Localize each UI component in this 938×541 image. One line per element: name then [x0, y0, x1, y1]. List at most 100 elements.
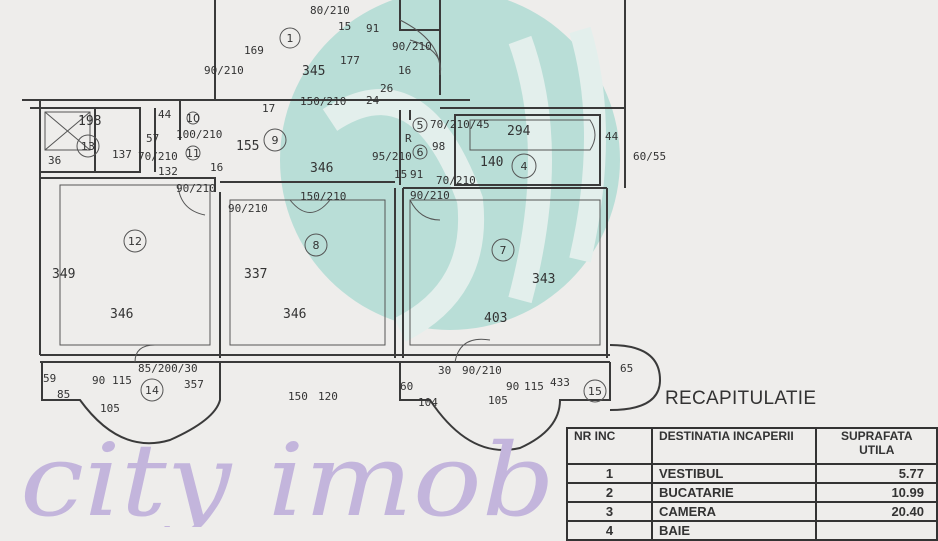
header-area: SUPRAFATA UTILA [815, 427, 938, 465]
room-number: 11 [186, 147, 200, 160]
room-number: 15 [588, 385, 602, 398]
table-row: 4 BAIE [566, 520, 938, 541]
dim: 60/55 [633, 150, 666, 163]
dim: 403 [484, 311, 507, 326]
dim: 90/210 [410, 189, 450, 202]
dim: 91 [410, 168, 423, 181]
cell-destination: CAMERA [650, 501, 818, 522]
dim: 90 [506, 380, 519, 393]
dim: 346 [110, 307, 133, 322]
dim: 90/210 [176, 182, 216, 195]
dim: 115 [112, 374, 132, 387]
dim: 343 [532, 272, 555, 287]
room-labels: 1 4 5 6 7 8 9 10 11 12 13 14 15 [76, 27, 607, 403]
dim: 90/210 [228, 202, 268, 215]
dim: 433 [550, 376, 570, 389]
dim: 100/210 [176, 128, 222, 141]
room-number: 6 [417, 146, 424, 159]
dim: 80/210 [310, 4, 350, 17]
dim: 349 [52, 267, 75, 282]
dim: 150 [288, 390, 308, 403]
dim: R [405, 132, 412, 145]
dim: 60 [400, 380, 413, 393]
dim: 177 [340, 54, 360, 67]
dimension-labels: 80/210 15 91 90/210 16 26 24 345 177 169… [43, 4, 666, 415]
dim: 294 [507, 124, 531, 139]
dim: 345 [302, 64, 325, 79]
dim: 15 [394, 168, 407, 181]
dim: 98 [432, 140, 445, 153]
dim: 104 [418, 396, 438, 409]
dim: 26 [380, 82, 393, 95]
dim: 90/210 [204, 64, 244, 77]
table-row: 2 BUCATARIE 10.99 [566, 482, 938, 503]
door-swings [134, 19, 491, 363]
dim: 105 [488, 394, 508, 407]
dim: 346 [310, 161, 333, 176]
cell-area: 20.40 [815, 501, 938, 522]
dim: 155 [236, 139, 259, 154]
dim: 65 [620, 362, 633, 375]
room-number: 10 [186, 112, 200, 125]
dim: 90 [92, 374, 105, 387]
header-destination: DESTINATIA INCAPERII [650, 427, 818, 465]
cell-destination: VESTIBUL [650, 463, 818, 484]
dim: 85/200/30 [138, 362, 198, 375]
table-header-row: NR INC DESTINATIA INCAPERII SUPRAFATA UT… [566, 427, 938, 465]
dim: 36 [48, 154, 61, 167]
room-number: 9 [272, 134, 279, 147]
room-number: 14 [145, 384, 159, 397]
recap-table: NR INC DESTINATIA INCAPERII SUPRAFATA UT… [566, 427, 938, 541]
dim: 44 [158, 108, 172, 121]
cell-destination: BUCATARIE [650, 482, 818, 503]
dim: 70/210/45 [430, 118, 490, 131]
room-number: 1 [287, 32, 294, 45]
dim: 137 [112, 148, 132, 161]
room-number: 8 [313, 239, 320, 252]
room-number: 5 [417, 119, 424, 132]
dim: 198 [78, 114, 101, 129]
room-number: 4 [521, 160, 528, 173]
dim: 91 [366, 22, 379, 35]
dim: 85 [57, 388, 70, 401]
table-row: 1 VESTIBUL 5.77 [566, 463, 938, 484]
balconies [41, 344, 662, 451]
dim: 346 [283, 307, 306, 322]
cell-nr: 3 [566, 501, 653, 522]
dim: 140 [480, 155, 503, 170]
dim: 357 [184, 378, 204, 391]
dim: 70/210 [436, 174, 476, 187]
room-number: 7 [500, 244, 507, 257]
room-number: 12 [128, 235, 142, 248]
dim: 150/210 [300, 95, 346, 108]
header-nr: NR INC [566, 427, 653, 465]
cell-area: 10.99 [815, 482, 938, 503]
watermark-text: city imob [20, 422, 555, 527]
dim: 120 [318, 390, 338, 403]
dim: 115 [524, 380, 544, 393]
table-row: 3 CAMERA 20.40 [566, 501, 938, 522]
dim: 24 [366, 94, 380, 107]
dim: 95/210 [372, 150, 412, 163]
recap-title: RECAPITULATIE [665, 388, 817, 409]
dim: 59 [43, 372, 56, 385]
dim: 90/210 [462, 364, 502, 377]
dim: 105 [100, 402, 120, 415]
cell-nr: 4 [566, 520, 653, 541]
walls [22, 0, 626, 363]
dim: 90/210 [392, 40, 432, 53]
dim: 337 [244, 267, 267, 282]
dim: 30 [438, 364, 451, 377]
dim: 132 [158, 165, 178, 178]
dim: 16 [210, 161, 223, 174]
dim: 57 [146, 132, 159, 145]
dim: 17 [262, 102, 275, 115]
cell-nr: 1 [566, 463, 653, 484]
dim: 44 [605, 130, 619, 143]
room-number: 13 [81, 140, 95, 153]
dim: 150/210 [300, 190, 346, 203]
dim: 15 [338, 20, 351, 33]
floor-plan-photo: 1 4 5 6 7 8 9 10 11 12 13 14 15 80/210 1… [20, 0, 938, 541]
floor-plan-drawing: 1 4 5 6 7 8 9 10 11 12 13 14 15 80/210 1… [20, 0, 666, 527]
cell-area [815, 520, 938, 541]
